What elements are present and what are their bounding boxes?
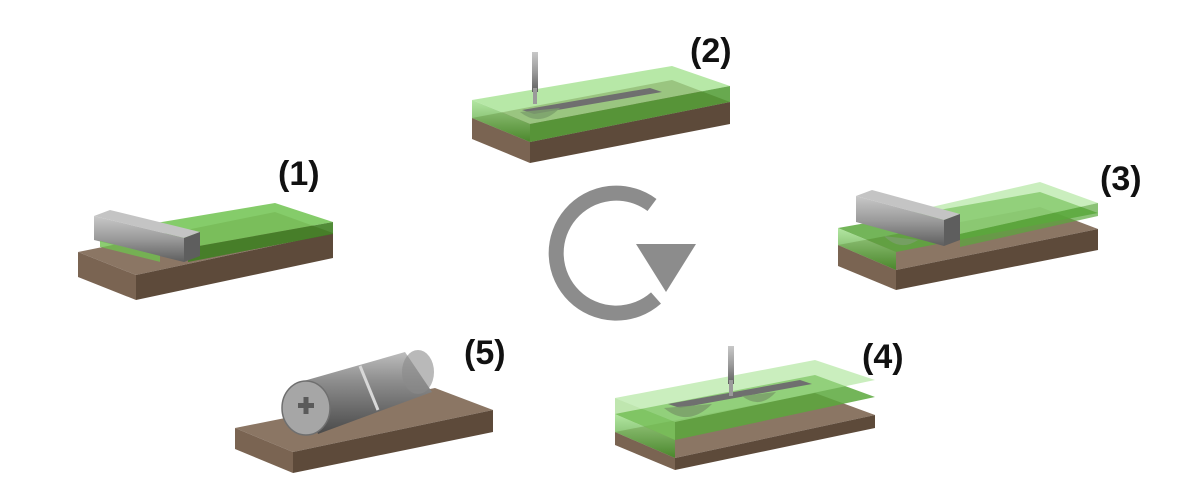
blade-coater-slot [100, 240, 160, 262]
circular-arrow-icon [548, 185, 696, 321]
substrate-side [675, 415, 875, 470]
substrate-side [896, 229, 1098, 290]
step-5-illustration [235, 350, 493, 473]
step-1-illustration [78, 203, 333, 300]
step-1-label: (1) [278, 155, 320, 193]
scribe-trench [520, 108, 560, 120]
blade-coater-end [184, 232, 200, 262]
green-layer-lower-front [838, 228, 896, 270]
step-2-label: (2) [690, 32, 732, 70]
substrate-front [615, 432, 675, 470]
laser-tool-shaft [532, 52, 538, 92]
step-4-label: (4) [862, 338, 904, 376]
scribe-trench [742, 392, 776, 403]
laser-tool-tip [533, 88, 537, 104]
coating-bead [884, 236, 918, 246]
green-layer-lower-front [615, 414, 675, 458]
step-3-illustration [838, 182, 1098, 290]
cycle-arrowhead [636, 244, 696, 292]
cylinder-seam [358, 365, 380, 411]
substrate-front [472, 118, 530, 163]
green-layer-upper-side [960, 203, 1098, 247]
plus-icon [303, 397, 309, 414]
substrate-side [530, 102, 730, 163]
cycle-arrow-arc [548, 185, 661, 321]
blade-coater-top [94, 210, 200, 238]
substrate-side [136, 233, 333, 300]
substrate-side [293, 410, 493, 473]
substrate-front [78, 252, 136, 300]
step-2-illustration [472, 52, 730, 163]
laser-tool-shaft [728, 346, 734, 384]
scribed-channel [668, 380, 812, 408]
cylinder-body [300, 352, 432, 434]
green-layer-side [530, 86, 730, 142]
step-3-label: (3) [1100, 160, 1142, 198]
blade-coater-top [856, 190, 960, 220]
substrate-front [235, 428, 293, 473]
scribed-channel [522, 88, 662, 114]
blade-coater-end [944, 214, 960, 246]
scribe-trench [664, 404, 712, 418]
blade-coater-front [94, 216, 184, 262]
step-5-label: (5) [464, 334, 506, 372]
blade-coater-front [856, 196, 944, 246]
green-layer-upper-front [615, 398, 675, 440]
green-layer-front [472, 100, 530, 142]
step-4-illustration [615, 346, 875, 470]
substrate-top [235, 388, 493, 452]
laser-tool-tip [729, 380, 733, 396]
cylinder-end-cap-rim [402, 350, 434, 394]
green-layer-front [188, 222, 333, 262]
substrate-front [838, 245, 896, 290]
